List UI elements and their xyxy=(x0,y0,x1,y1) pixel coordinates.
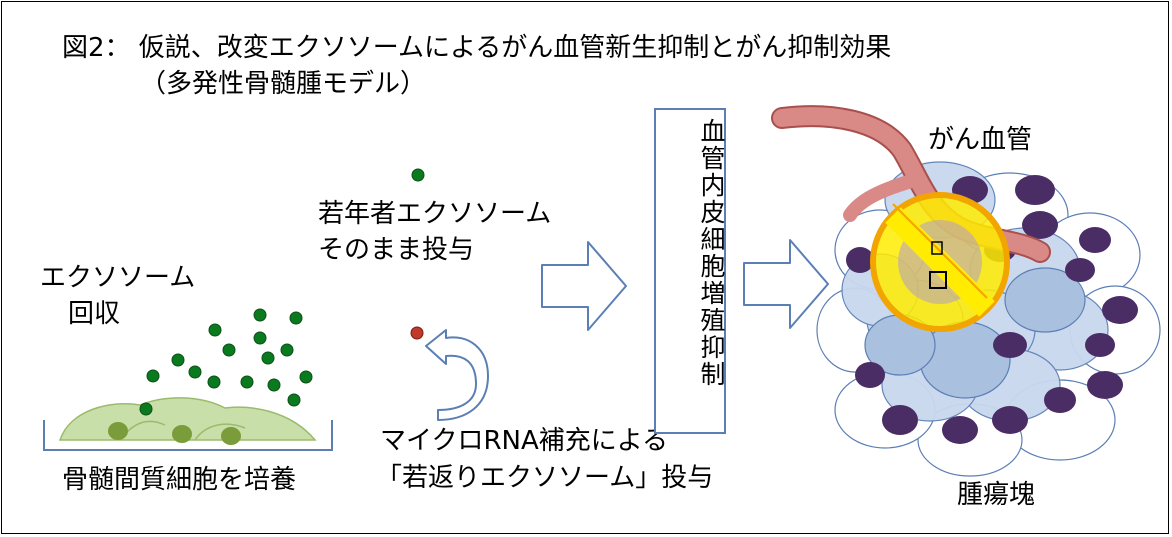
label-endothelial: 血管内皮細胞増殖抑制 xyxy=(697,118,726,388)
culture-dish xyxy=(43,397,333,451)
exosome-dots xyxy=(139,168,425,416)
label-culture: 骨髄間質細胞を培養 xyxy=(62,465,297,495)
label-exosome-collect: エクソソーム xyxy=(40,263,196,293)
label-young-exosome: 若年者エクソソーム xyxy=(318,199,552,229)
label-mirna: マイクロRNA補充による xyxy=(380,426,669,456)
label-rejuvenated-exosome: 「若返りエクソソーム」投与 xyxy=(376,463,714,493)
modified-exosome-dot xyxy=(410,326,424,340)
figure-title-line2: （多発性骨髄腫モデル） xyxy=(140,69,427,99)
figure-title-line1: 図2： 仮説、改変エクソソームによるがん血管新生抑制とがん抑制効果 xyxy=(62,33,892,63)
label-exosome-collect-line2: 回収 xyxy=(68,299,121,329)
label-tumor-vessel: がん血管 xyxy=(928,125,1033,155)
prohibition-icon xyxy=(870,192,1010,332)
right-arrow-icon xyxy=(743,239,829,329)
label-young-exosome-line2: そのまま投与 xyxy=(318,235,475,265)
curved-arrow-icon xyxy=(425,329,489,421)
tumor-mass xyxy=(816,161,1161,477)
endothelial-inhibition-box: 血管内皮細胞増殖抑制 xyxy=(654,108,726,434)
right-arrow-icon xyxy=(541,241,627,331)
label-tumor-mass: 腫瘍塊 xyxy=(957,480,1036,510)
